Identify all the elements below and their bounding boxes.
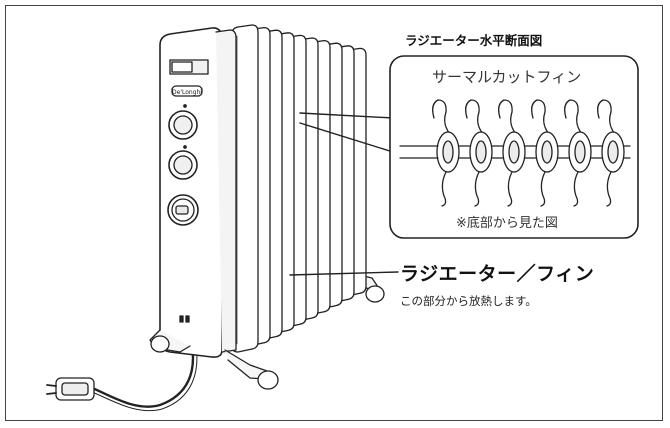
thermal-cut-fin-profile <box>531 99 570 207</box>
control-panel <box>159 27 237 358</box>
thermal-cut-fin-profile <box>432 99 471 207</box>
heat-dissipation-note: この部分から放熱します。 <box>400 294 537 308</box>
front-feet <box>149 329 279 390</box>
cross-section-title: ラジエーター水平断面図 <box>405 33 543 48</box>
cross-section-leader <box>299 112 394 153</box>
bottom-view-note: ※底部から見た図 <box>456 216 558 231</box>
power-plug <box>46 377 95 401</box>
svg-text:De'Longhi: De'Longhi <box>172 89 202 96</box>
thermal-cut-fin-profile <box>564 99 603 207</box>
fin-leader <box>289 271 399 276</box>
cross-section-inset <box>389 55 639 239</box>
radiator-fin-label: ラジエーター／フィン <box>400 263 595 285</box>
thermal-cut-fin-profile <box>597 99 625 207</box>
radiator-fins <box>231 24 367 353</box>
indicator-lights <box>179 315 190 323</box>
display-window <box>169 59 209 75</box>
thermostat-knob <box>168 145 198 180</box>
thermal-cut-fin-profile <box>498 99 537 207</box>
timer-dial <box>167 194 199 226</box>
thermal-cut-fin-profile <box>465 99 504 207</box>
power-cord <box>90 344 198 411</box>
thermal-cut-fin-label: サーマルカットフィン <box>432 68 582 86</box>
brand-logo: De'Longhi <box>171 85 203 97</box>
cross-section-tube-ends <box>399 145 631 159</box>
power-knob <box>168 104 198 140</box>
radiator-fin <box>231 24 259 353</box>
